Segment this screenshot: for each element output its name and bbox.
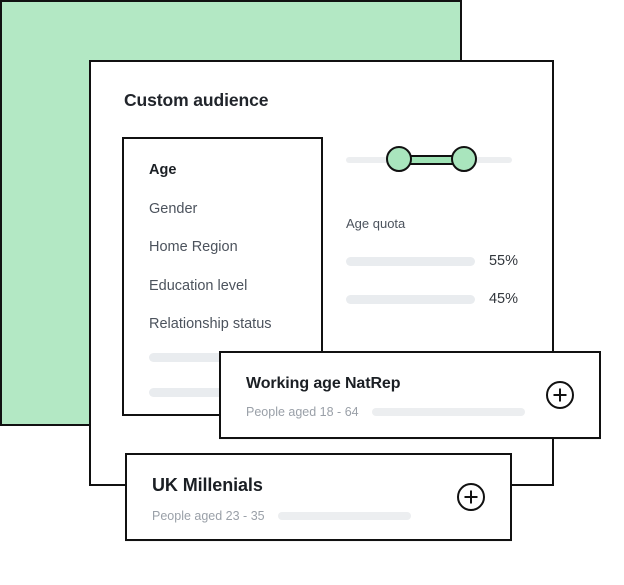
- audience-placeholder-bar: [371, 408, 525, 416]
- attribute-item-label: Home Region: [149, 239, 238, 255]
- audience-card-subtitle-row: People aged 23 - 35: [152, 509, 411, 523]
- add-audience-button[interactable]: [545, 380, 575, 410]
- audience-card-title: Working age NatRep: [246, 375, 401, 392]
- audience-placeholder-bar: [277, 512, 411, 520]
- audience-card-subtitle: People aged 23 - 35: [152, 509, 265, 523]
- attribute-item-relationship-status[interactable]: Relationship status: [149, 314, 309, 334]
- slider-handle-max[interactable]: [451, 146, 477, 172]
- slider-handle-min[interactable]: [386, 146, 412, 172]
- attribute-item-label: Relationship status: [149, 316, 272, 332]
- age-range-slider[interactable]: [346, 146, 518, 174]
- audience-card-title: UK Millenials: [152, 475, 263, 495]
- quota-value: 55%: [488, 253, 518, 269]
- quota-bar: [346, 256, 475, 266]
- attribute-item-education-level[interactable]: Education level: [149, 276, 309, 296]
- audience-card[interactable]: UK Millenials People aged 23 - 35: [125, 453, 512, 541]
- audience-card-subtitle-row: People aged 18 - 64: [246, 405, 525, 419]
- quota-section-label: Age quota: [346, 216, 406, 231]
- quota-value: 45%: [488, 291, 518, 307]
- attribute-item-home-region[interactable]: Home Region: [149, 237, 309, 257]
- quota-row: 55%: [346, 253, 518, 269]
- quota-row: 45%: [346, 291, 518, 307]
- add-audience-button[interactable]: [456, 482, 486, 512]
- plus-circle-icon: [546, 381, 574, 409]
- slider-selected-range[interactable]: [397, 155, 464, 165]
- audience-card[interactable]: Working age NatRep People aged 18 - 64: [219, 351, 601, 439]
- attribute-item-age[interactable]: Age: [149, 160, 309, 180]
- attribute-item-label: Age: [149, 162, 177, 178]
- controls-column: Age quota 55% 45%: [346, 146, 518, 307]
- attribute-item-label: Gender: [149, 200, 198, 217]
- page-title: Custom audience: [124, 90, 269, 110]
- attribute-item-label: Education level: [149, 277, 248, 294]
- attribute-item-gender[interactable]: Gender: [149, 199, 309, 219]
- plus-circle-icon: [457, 483, 485, 511]
- audience-card-subtitle: People aged 18 - 64: [246, 405, 359, 419]
- quota-bar: [346, 294, 475, 304]
